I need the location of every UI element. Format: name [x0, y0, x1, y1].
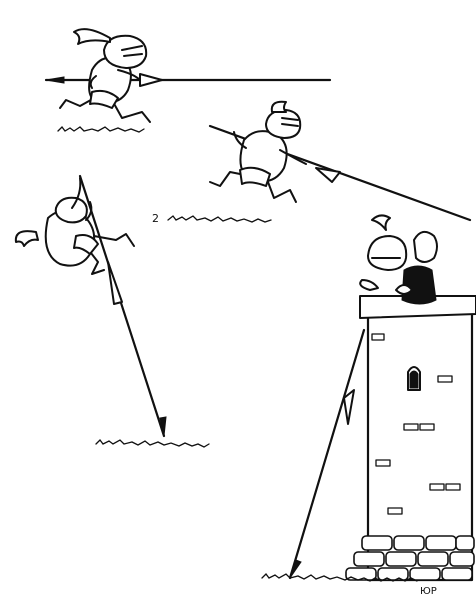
lance-1-grip: [139, 73, 163, 87]
lance-1-tip: [45, 76, 65, 84]
knight-1-leg-front: [111, 99, 151, 123]
panel-number: 2: [152, 212, 159, 225]
knight-1-hip-guard: [89, 89, 119, 109]
knight-3-hip-guard: [73, 234, 99, 255]
charging-knight-scene: 2: [152, 100, 472, 225]
knight-2-leg-front: [267, 181, 297, 203]
ground-grass-3: [95, 439, 210, 448]
knight-4-arm: [359, 279, 379, 291]
lance-4-tip: [289, 559, 302, 579]
running-knight-scene: [44, 28, 332, 133]
lance-2-grip: [315, 167, 341, 183]
tower-battlement: [359, 295, 476, 319]
knight-1-helmet: [103, 34, 148, 69]
tower-scene: [261, 214, 476, 582]
knight-4-plume: [371, 214, 391, 231]
knight-3-plume: [14, 230, 39, 247]
lady-dress: [401, 265, 437, 305]
tower-foundation: [345, 535, 475, 581]
lance-3-tip: [159, 416, 167, 437]
knight-1-plume: [73, 28, 111, 45]
artist-signature: ЮР: [420, 586, 437, 597]
ground-grass-1: [57, 126, 145, 133]
tower-bricks: [371, 333, 461, 515]
knight-3-helmet: [54, 196, 88, 224]
knight-4-helmet: [367, 235, 408, 271]
lance-3: [78, 174, 166, 438]
knight-1-arm: [89, 69, 141, 89]
lady-arm: [395, 284, 413, 295]
tower-window-shade: [409, 370, 419, 389]
ground-grass-4: [261, 573, 418, 582]
knight-2-hip-guard: [239, 166, 271, 187]
knight-2-plume: [270, 100, 287, 113]
knight-2-visor: [281, 117, 299, 127]
knight-1-leg-back: [59, 95, 99, 109]
lance-3-grip: [107, 261, 123, 305]
lance-4: [288, 328, 366, 580]
lady-hair: [413, 230, 438, 263]
knight-3-leg-front: [93, 233, 135, 247]
lance-4-grip: [343, 389, 355, 425]
knight-3-arm: [71, 177, 93, 221]
vaulting-knight-scene: [14, 174, 210, 448]
knight-1-visor: [121, 45, 143, 57]
knight-2-arm: [233, 131, 307, 165]
ground-grass-2: [167, 215, 272, 223]
